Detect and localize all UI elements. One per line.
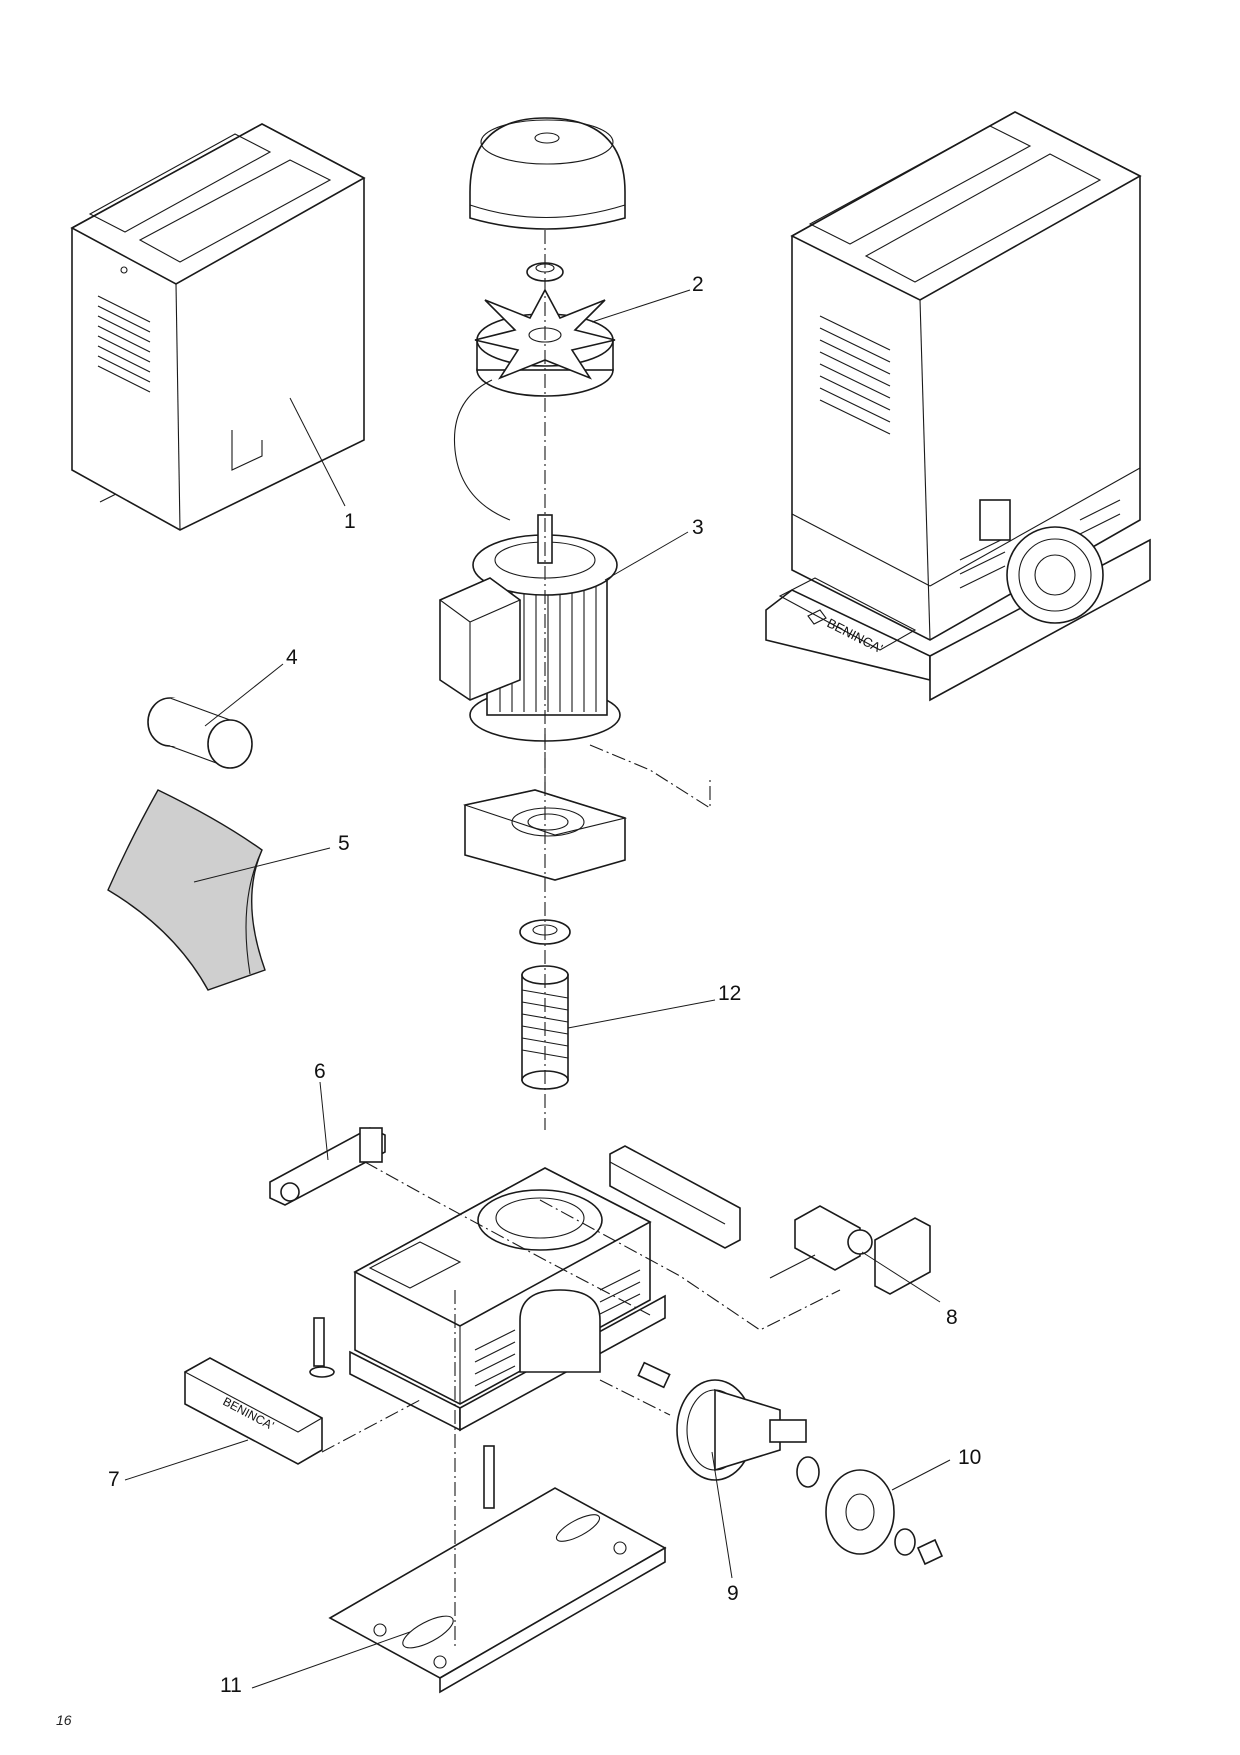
callout-6: 6 — [314, 1060, 326, 1083]
rack-guide-bar — [609, 1145, 741, 1249]
callout-numbers: 1 2 3 4 5 6 7 8 9 10 11 12 — [108, 273, 981, 1697]
part-6-limit-bracket — [269, 1127, 386, 1206]
gearbox-housing — [349, 1167, 666, 1432]
part-4-capacitor — [147, 697, 253, 769]
callout-7: 7 — [108, 1468, 120, 1491]
assembled-operator — [765, 111, 1151, 702]
callout-9: 9 — [727, 1582, 739, 1605]
callout-12: 12 — [718, 982, 741, 1005]
assembly-axes — [321, 230, 841, 1650]
callout-2: 2 — [692, 273, 704, 296]
part-7-brand-cover: BENINCA' — [183, 1357, 324, 1465]
part-1-cover — [70, 123, 366, 531]
callout-10: 10 — [958, 1446, 981, 1469]
callout-1: 1 — [344, 510, 356, 533]
fixing-bolt — [483, 1445, 495, 1509]
page-number: 16 — [56, 1712, 72, 1728]
motor-bell-cover — [469, 117, 626, 230]
part-5-manual-sheet — [107, 789, 266, 991]
part-11-base-plate — [328, 1487, 667, 1694]
screw-washer — [309, 1317, 335, 1378]
leader-lines — [124, 289, 951, 1689]
callout-4: 4 — [286, 646, 298, 669]
part-8-release-lever — [769, 1205, 931, 1295]
part-9-output-gear — [637, 1361, 807, 1481]
callout-8: 8 — [946, 1306, 958, 1329]
callout-5: 5 — [338, 832, 350, 855]
callout-3: 3 — [692, 516, 704, 539]
part-10-pinion — [796, 1456, 944, 1566]
part-3-motor — [438, 514, 621, 742]
callout-11: 11 — [220, 1674, 242, 1697]
part-2-fan — [453, 288, 616, 521]
